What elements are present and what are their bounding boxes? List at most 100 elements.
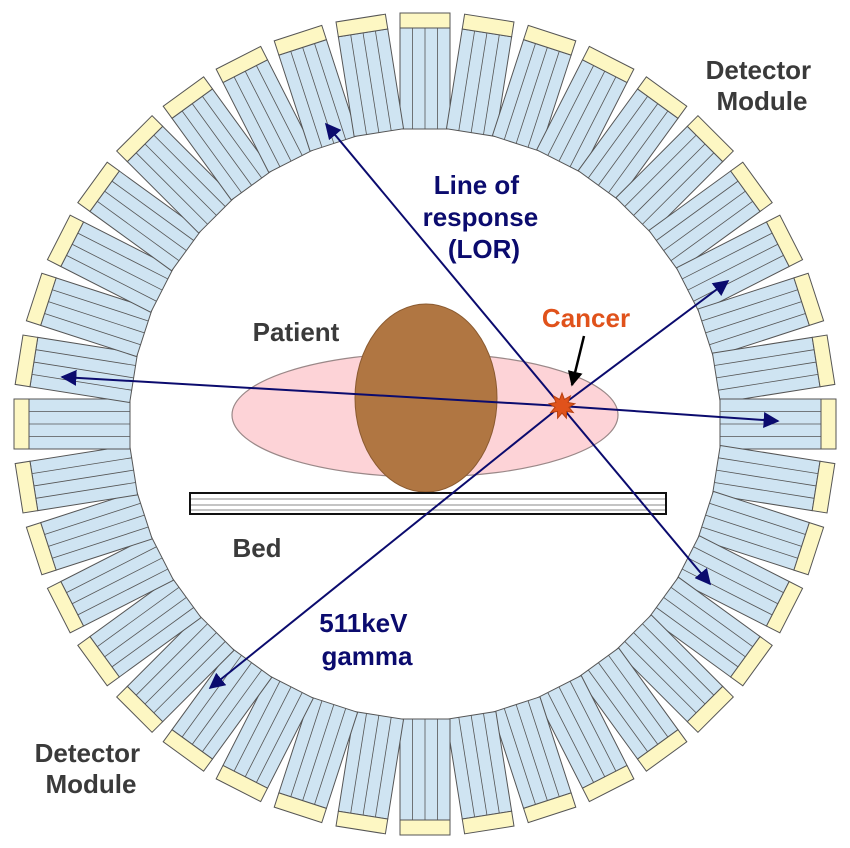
detector-module-end [399, 12, 451, 29]
detector-crystal-divider [202, 96, 263, 179]
detector-module [615, 614, 735, 734]
lor-arrow-lower-left [208, 405, 562, 690]
detector-module [535, 674, 635, 803]
detector-crystal-divider [97, 201, 180, 262]
detector-crystal-divider [701, 526, 798, 559]
detector-module [648, 576, 773, 687]
detector-crystal-divider [244, 686, 292, 778]
detector-crystal-divider [181, 655, 242, 738]
detector-crystal-divider [515, 704, 548, 801]
detector-module-end [686, 114, 735, 163]
detector-module-end [162, 76, 214, 120]
detector-crystal-divider [714, 482, 815, 499]
detector-crystal-divider [558, 70, 606, 162]
detector-crystal-divider [716, 361, 817, 379]
detector-module [273, 696, 359, 824]
detector-crystal-divider [350, 713, 367, 814]
detector-module [215, 674, 315, 803]
detector-crystal-divider [256, 65, 303, 156]
cancer-site [547, 391, 577, 420]
detector-crystal-divider [718, 457, 819, 474]
detector-crystal-divider [181, 110, 242, 193]
detector-module [491, 24, 577, 152]
detector-module-end [793, 272, 825, 327]
patient-label: Patient [253, 317, 340, 347]
detector-module-end [25, 521, 57, 576]
detector-crystal-divider [624, 641, 697, 714]
detector-crystal-divider [233, 680, 281, 772]
detector-module [77, 161, 202, 272]
detector-crystal-divider [362, 715, 380, 816]
detector-module [46, 534, 175, 634]
detector-module-end [765, 214, 804, 268]
detector-module-end [115, 114, 164, 163]
detector-module-end [765, 580, 804, 634]
detector-crystal-divider [705, 301, 802, 334]
detector-crystal-divider [547, 692, 594, 783]
detector-crystal-divider [569, 76, 617, 168]
detector-crystal-divider [35, 482, 136, 499]
detector-module [115, 114, 235, 234]
detector-crystal-divider [633, 632, 706, 705]
detector-module [25, 272, 153, 358]
detector-module-end [77, 635, 121, 687]
detector-crystal-divider [527, 51, 560, 148]
detector-crystal-divider [144, 143, 217, 216]
detector-crystal-divider [104, 190, 187, 251]
detector-module [675, 534, 804, 634]
detector-crystal-divider [656, 607, 739, 668]
detector-module [615, 114, 735, 234]
detector-module [697, 490, 825, 576]
detector-module [162, 647, 273, 772]
detector-module-end [273, 24, 328, 56]
detector-module-end [13, 398, 30, 450]
lor-arrow-upper-left [324, 122, 562, 407]
detector-crystal-divider [135, 623, 208, 696]
detector-module [711, 334, 836, 404]
lor-arrow-left [60, 369, 562, 407]
detector-crystal-divider [314, 708, 347, 805]
detector-crystal-divider [350, 34, 367, 135]
detector-module [335, 710, 405, 835]
detector-crystal-divider [244, 70, 292, 162]
detector-crystal-divider [66, 255, 157, 302]
detector-module-end [14, 334, 39, 388]
detector-crystal-divider [587, 96, 648, 179]
detector-crystal-divider [608, 110, 669, 193]
detector-module-end [46, 580, 85, 634]
detector-crystal-divider [701, 289, 798, 322]
detector-module-end [581, 764, 635, 803]
detector-crystal-divider [77, 232, 169, 280]
detector-ring [13, 12, 837, 836]
detector-crystal-divider [52, 289, 149, 322]
detector-crystal-divider [716, 469, 817, 487]
lor-arrow-right [560, 405, 780, 428]
detector-crystal-divider [624, 134, 697, 207]
detector-crystal-divider [135, 152, 208, 225]
detector-crystal-divider [705, 514, 802, 547]
detector-module-end [335, 810, 389, 835]
detector-module [491, 696, 577, 824]
detector-module [115, 614, 235, 734]
detector-crystal-divider [71, 243, 163, 291]
detector-module-end [25, 272, 57, 327]
detector-crystal-divider [681, 232, 773, 280]
detector-crystal-divider [52, 526, 149, 559]
lines-of-response [60, 122, 780, 690]
lor-label: Line of response (LOR) [423, 170, 546, 264]
detector-crystal-divider [608, 655, 669, 738]
detector-crystal-divider [48, 514, 145, 547]
detector-module-end [461, 13, 515, 38]
detector-module-end [14, 460, 39, 514]
detector-module-end [636, 76, 688, 120]
detector-module [14, 334, 139, 404]
detector-module-end [581, 45, 635, 84]
detector-crystal-divider [714, 349, 815, 366]
detector-crystal-divider [153, 134, 226, 207]
detector-module-end [215, 45, 269, 84]
lor-arrow-upper-right [560, 280, 730, 407]
detector-crystal-divider [663, 597, 746, 658]
detector-module-end [522, 24, 577, 56]
detector-crystal-divider [144, 632, 217, 705]
detector-module [25, 490, 153, 576]
